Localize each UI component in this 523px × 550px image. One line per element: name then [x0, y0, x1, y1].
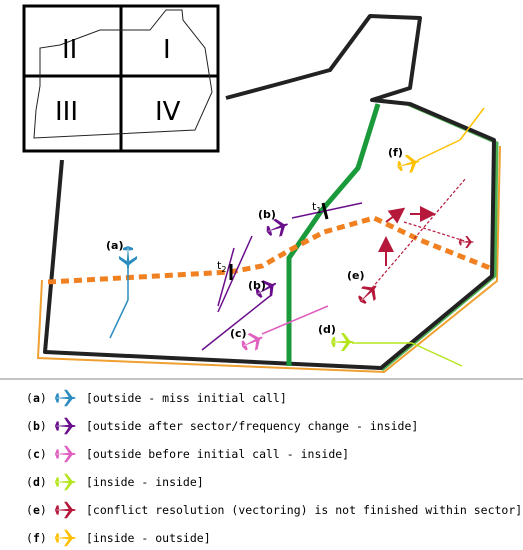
label-d: (d) — [318, 323, 336, 336]
label-b1: (b) — [258, 208, 276, 221]
aircraft-b2-track — [201, 235, 281, 351]
label-b2: (b) — [248, 279, 266, 292]
quadrant-label-iv: IV — [155, 97, 181, 127]
sector-boundary — [36, 14, 501, 374]
aircraft-icon — [54, 445, 76, 463]
legend-text-f: [inside - outside] — [86, 531, 211, 545]
legend-text-c: [outside before initial call - inside] — [86, 447, 349, 461]
legend-text-e: [conflict resolution (vectoring) is not … — [86, 503, 522, 517]
legend-key-c: (c) — [26, 447, 47, 461]
aircraft-c-track — [238, 305, 329, 355]
legend-key-a: (a) — [26, 391, 47, 405]
aircraft-icon — [54, 389, 76, 407]
label-c: (c) — [230, 327, 247, 340]
quadrant-label-iii: III — [55, 97, 78, 127]
aircraft-icon — [54, 417, 76, 435]
legend-row-f: (f) [inside - outside] — [26, 529, 211, 547]
sector-divider-line — [286, 103, 381, 366]
aircraft-icon — [54, 473, 76, 491]
legend-text-d: [inside - inside] — [86, 475, 204, 489]
aircraft-e-ghost-icon — [458, 236, 474, 248]
legend: (a) [outside - miss initial call] (b) [outs… — [26, 389, 522, 547]
label-f: (f) — [388, 146, 403, 159]
legend-text-b: [outside after sector/frequency change -… — [86, 419, 418, 433]
aircraft-d-track — [331, 333, 463, 367]
label-a: (a) — [106, 239, 123, 252]
inset-outline — [33, 9, 213, 139]
legend-key-b: (b) — [26, 419, 47, 433]
legend-row-e: (e) [conflict resolution (vectoring) is n… — [26, 501, 522, 519]
legend-key-d: (d) — [26, 475, 47, 489]
quadrant-label-ii: II — [62, 35, 77, 65]
sector-outer-line — [43, 14, 496, 370]
t2-label: t2 — [217, 259, 226, 274]
legend-key-f: (f) — [26, 531, 47, 545]
route-line — [47, 215, 491, 285]
aircraft-icon — [54, 501, 76, 519]
aircraft-a-track — [109, 246, 137, 339]
legend-row-b: (b) [outside after sector/frequency chang… — [26, 417, 418, 435]
legend-text-a: [outside - miss initial call] — [86, 391, 287, 405]
t1-tick — [321, 202, 329, 220]
legend-row-a: (a) [outside - miss initial call] — [26, 389, 287, 407]
quadrant-label-i: I — [163, 35, 171, 65]
label-e: (e) — [347, 269, 365, 282]
t1-label: t1 — [312, 200, 321, 215]
legend-row-c: (c) [outside before initial call - inside… — [26, 445, 349, 463]
aircraft-f-track — [395, 107, 485, 176]
aircraft-e-icon[interactable] — [353, 279, 383, 309]
aircraft-b1-track — [263, 202, 363, 241]
aircraft-e-track — [353, 177, 474, 309]
aircraft-icon — [54, 529, 76, 547]
inset-map: II I III IV — [22, 4, 220, 153]
outer-orange-boundary — [36, 145, 501, 374]
legend-key-e: (e) — [26, 503, 47, 517]
legend-row-d: (d) [inside - inside] — [26, 473, 204, 491]
